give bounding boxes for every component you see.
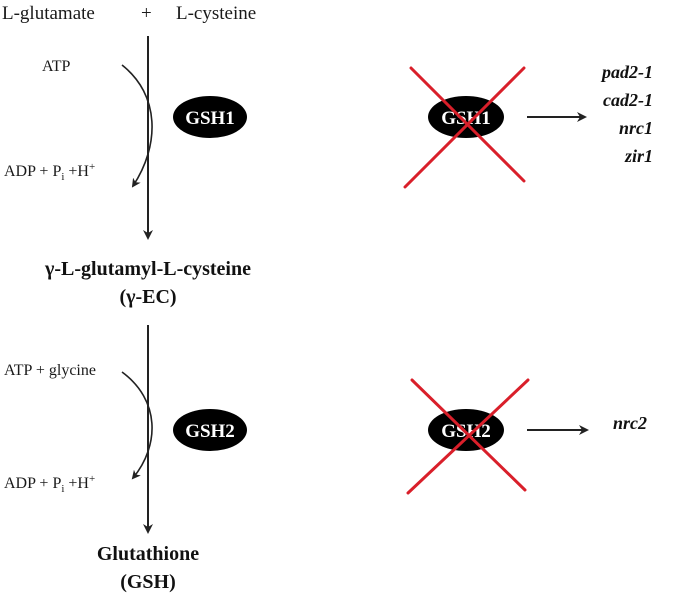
step1-cofactor-out-sub: i [61,171,64,183]
step2-cofactor-out-main: ADP + P [4,475,61,492]
enzyme-gsh2-label: GSH2 [185,421,235,442]
intermediate-abbr: (γ-EC) [119,286,176,308]
enzyme-gsh2-oval [173,409,247,451]
product-name: Glutathione [97,543,199,565]
substrate-l-glutamate: L-glutamate [2,3,95,24]
step1-cofactor-arrow [121,64,153,188]
mutant-gsh2: GSH2 [406,378,530,495]
substrate-l-cysteine: L-cysteine [176,3,256,24]
step1-cofactor-in: ATP [42,58,71,75]
gsh1-mutant-4: zir1 [624,146,653,166]
gsh2-mutant-1: nrc2 [613,413,647,433]
intermediate-name: γ-L-glutamyl-L-cysteine [44,258,251,280]
gsh1-mutant-3: nrc1 [619,118,653,138]
mutant-gsh1: GSH1 [403,66,526,189]
step2-cofactor-out: ADP + Pi +H+ [4,473,95,495]
product-abbr: (GSH) [120,571,176,593]
enzyme-gsh1-oval [173,96,247,138]
step1-cofactor-out-sup: + [89,161,95,173]
step2-cofactor-arrow [121,371,153,480]
plus-sign: + [141,3,152,24]
gsh1-mutant-1: pad2-1 [600,62,653,82]
cross-line-4 [406,378,530,495]
cross-line-2 [403,66,526,189]
step2-cofactor-out-tail: +H [64,475,89,492]
enzyme-gsh1: GSH1 [173,96,247,138]
step2-cofactor-in: ATP + glycine [4,362,96,379]
step1-cofactor-out: ADP + Pi +H+ [4,161,95,183]
gsh1-mutant-2: cad2-1 [603,90,653,110]
enzyme-gsh2: GSH2 [173,409,247,451]
step2-cofactor-out-sub: i [61,483,64,495]
enzyme-gsh1-label: GSH1 [185,108,235,129]
step2-cofactor-out-sup: + [89,473,95,485]
step1-cofactor-out-tail: +H [64,163,89,180]
step1-cofactor-out-main: ADP + P [4,163,61,180]
